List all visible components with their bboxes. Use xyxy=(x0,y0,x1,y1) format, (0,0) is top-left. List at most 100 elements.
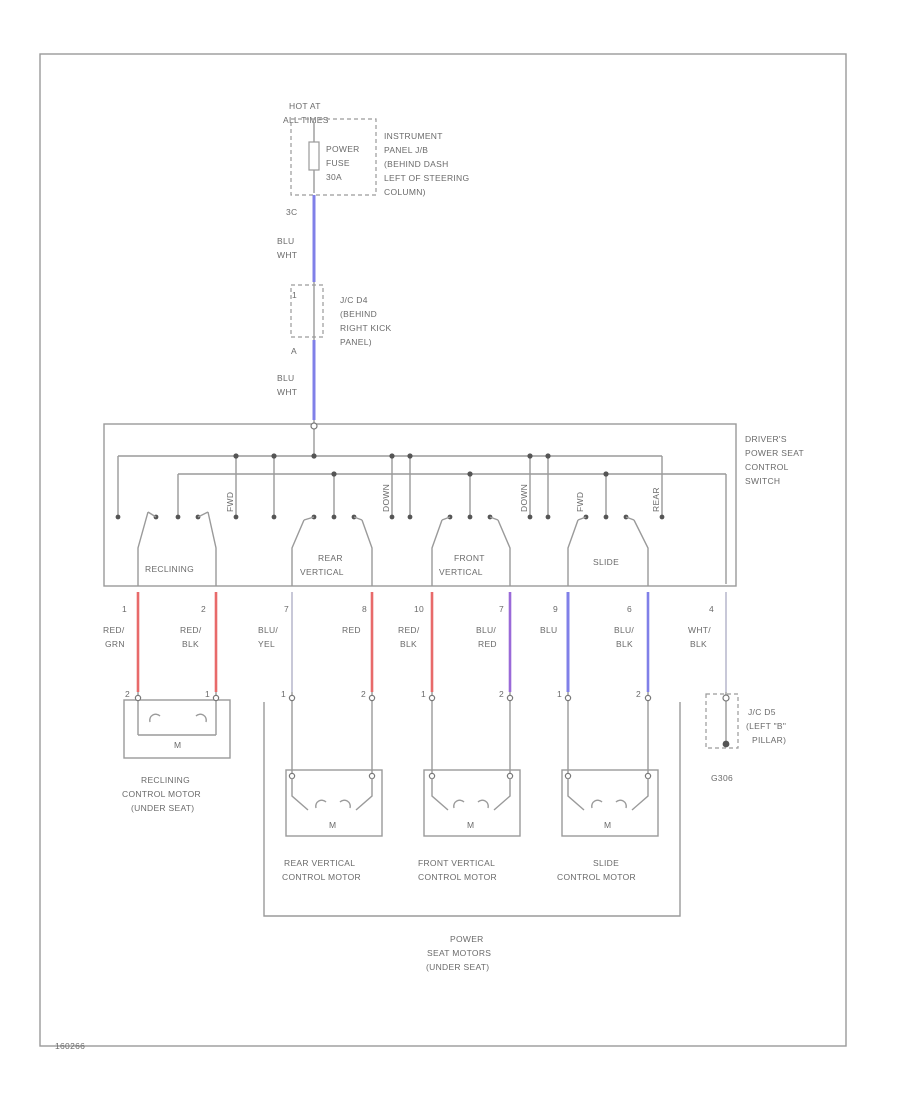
fuse-element xyxy=(308,141,320,171)
fuse-name-line-3: 30A xyxy=(326,172,342,182)
switch-section-rear-vertical: REAR VERTICAL xyxy=(291,516,373,586)
fuse-location-line-2: PANEL J/B xyxy=(384,145,428,155)
section-label-reclining: RECLINING xyxy=(145,564,194,574)
reclining-motor-symbol: M xyxy=(174,740,181,750)
wire-8-color-line-2: BLK xyxy=(616,639,633,649)
wire-1-color-line-2: GRN xyxy=(105,639,125,649)
wire-top-color-line-2: WHT xyxy=(277,250,297,260)
front-motor-pin-left: 1 xyxy=(421,689,426,699)
junction-location-line-1: J/C D4 xyxy=(340,295,368,305)
switch-name-line-1: DRIVER'S xyxy=(745,434,787,444)
contact-label-rear: REAR xyxy=(651,487,661,512)
wire-3-pin: 7 xyxy=(284,604,289,614)
junction-location-line-4: PANEL) xyxy=(340,337,372,347)
ground-location-line-2: (LEFT "B" xyxy=(746,721,786,731)
wire-6-color-line-1: BLU/ xyxy=(476,625,496,635)
wire-top-color-line-1: BLU xyxy=(277,236,294,246)
reclining-motor-label-line-2: CONTROL MOTOR xyxy=(122,789,201,799)
rear-vertical-control-motor: 1 2 M REAR VERTICAL CONTROL MOTOR xyxy=(281,689,383,882)
front-motor-label-line-2: CONTROL MOTOR xyxy=(418,872,497,882)
slide-motor-box xyxy=(561,769,659,837)
front-motor-symbol: M xyxy=(467,820,474,830)
reclining-motor-label-line-3: (UNDER SEAT) xyxy=(131,803,194,813)
group-label-line-2: SEAT MOTORS xyxy=(427,948,491,958)
fuse-block: HOT AT ALL TIMES POWER FUSE 30A INSTRUME… xyxy=(283,101,469,217)
front-motor-box xyxy=(423,769,521,837)
slide-motor-pin-left: 1 xyxy=(557,689,562,699)
switch-section-slide: SLIDE xyxy=(567,516,649,586)
switch-box xyxy=(103,423,737,587)
wire-7-color-line-1: BLU xyxy=(540,625,557,635)
reclining-motor-pin-right: 1 xyxy=(205,689,210,699)
ground-location-line-3: PILLAR) xyxy=(752,735,786,745)
rear-motor-label-line-2: CONTROL MOTOR xyxy=(282,872,361,882)
junction-connector-d4: 1 J/C D4 (BEHIND RIGHT KICK PANEL) A xyxy=(290,282,391,356)
group-label-line-1: POWER xyxy=(450,934,484,944)
ground-dashed-box xyxy=(705,693,739,749)
wire-9-pin: 4 xyxy=(709,604,714,614)
ground-connector-d5: J/C D5 (LEFT "B" PILLAR) G306 xyxy=(705,692,786,783)
output-wires: 1 2 7 8 10 7 9 6 4 RED/ GRN RED/ BLK BLU… xyxy=(103,592,727,692)
slide-motor-label-line-2: CONTROL MOTOR xyxy=(557,872,636,882)
reclining-motor-pin-left: 2 xyxy=(125,689,130,699)
hot-label-line-2: ALL TIMES xyxy=(283,115,329,125)
switch-name-line-4: SWITCH xyxy=(745,476,780,486)
wire-7-pin: 9 xyxy=(553,604,558,614)
reclining-motor-box xyxy=(123,699,231,759)
contact-label-fwd-1: FWD xyxy=(225,492,235,512)
front-motor-label-line-1: FRONT VERTICAL xyxy=(418,858,495,868)
slide-control-motor: 1 2 M SLIDE CONTROL MOTOR xyxy=(557,689,659,882)
wire-4-color-line-1: RED xyxy=(342,625,361,635)
wire-5-color-line-2: BLK xyxy=(400,639,417,649)
wire-8-pin: 6 xyxy=(627,604,632,614)
front-vertical-control-motor: 1 2 M FRONT VERTICAL CONTROL MOTOR xyxy=(418,689,521,882)
ground-location-line-1: J/C D5 xyxy=(748,707,776,717)
front-motor-pin-right: 2 xyxy=(499,689,504,699)
power-seat-motors-group: POWER SEAT MOTORS (UNDER SEAT) xyxy=(263,702,681,972)
wire-1-color-line-1: RED/ xyxy=(103,625,125,635)
fuse-name-line-1: POWER xyxy=(326,144,360,154)
diagram-frame xyxy=(39,53,847,1047)
switch-section-front-vertical: FRONT VERTICAL xyxy=(431,516,511,586)
contact-label-down-2: DOWN xyxy=(519,484,529,512)
wire-8-color-line-1: BLU/ xyxy=(614,625,634,635)
fuse-dashed-box xyxy=(290,118,377,196)
section-label-slide: SLIDE xyxy=(593,557,619,567)
wire-5-color-line-1: RED/ xyxy=(398,625,420,635)
junction-location-line-2: (BEHIND xyxy=(340,309,377,319)
ground-name: G306 xyxy=(711,773,733,783)
slide-motor-label-line-1: SLIDE xyxy=(593,858,619,868)
contact-label-down-1: DOWN xyxy=(381,484,391,512)
section-label-front-line-1: FRONT xyxy=(454,553,485,563)
section-label-rear-line-2: VERTICAL xyxy=(300,567,344,577)
fuse-location-line-1: INSTRUMENT xyxy=(384,131,443,141)
rear-motor-box xyxy=(285,769,383,837)
wire-3-color-line-2: YEL xyxy=(258,639,275,649)
junction-pin-top: 1 xyxy=(292,290,297,300)
figure-id: 160266 xyxy=(55,1041,85,1051)
motors-group-bracket xyxy=(263,702,681,917)
switch-name-line-2: POWER SEAT xyxy=(745,448,804,458)
fuse-name-line-2: FUSE xyxy=(326,158,350,168)
wire-2-color-line-2: BLK xyxy=(182,639,199,649)
wire-3-color-line-1: BLU/ xyxy=(258,625,278,635)
wire-9-color-line-1: WHT/ xyxy=(688,625,711,635)
rear-motor-label-line-1: REAR VERTICAL xyxy=(284,858,355,868)
rear-motor-pin-left: 1 xyxy=(281,689,286,699)
slide-motor-pin-right: 2 xyxy=(636,689,641,699)
wire-2-pin: 2 xyxy=(201,604,206,614)
reclining-control-motor: 2 1 M RECLINING CONTROL MOTOR (UNDER SEA… xyxy=(122,689,231,813)
hot-label-line-1: HOT AT xyxy=(289,101,321,111)
wire-6-color-line-2: RED xyxy=(478,639,497,649)
reclining-motor-label-line-1: RECLINING xyxy=(141,775,190,785)
junction-dashed-box xyxy=(290,284,324,338)
wire-2-color-line-1: RED/ xyxy=(180,625,202,635)
fuse-location-line-5: COLUMN) xyxy=(384,187,426,197)
fuse-location-line-4: LEFT OF STEERING xyxy=(384,173,469,183)
wire-6-pin: 7 xyxy=(499,604,504,614)
wire-mid-color-line-2: WHT xyxy=(277,387,297,397)
slide-motor-symbol: M xyxy=(604,820,611,830)
fuse-location-line-3: (BEHIND DASH xyxy=(384,159,449,169)
section-label-front-line-2: VERTICAL xyxy=(439,567,483,577)
